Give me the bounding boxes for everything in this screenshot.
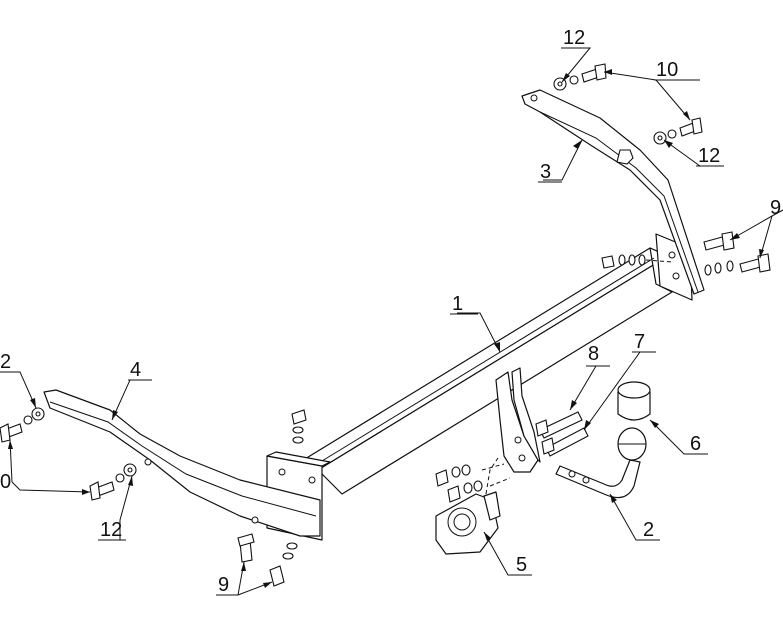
part-labels: 1 3 4 12 10 12 9 8 7 6 2 5 12 2 0 9 [0,27,781,596]
label-ball-cover: 6 [690,433,701,455]
label-washer-12-left-top: 2 [0,351,11,373]
label-bolt-7: 7 [634,331,645,353]
label-frame: 1 [452,293,463,315]
label-washer-12-top: 12 [563,27,585,49]
socket-plate [435,457,501,555]
label-socket-plate: 5 [516,554,527,576]
label-bolts-10-left: 0 [0,471,11,493]
label-bolt-8: 8 [588,343,599,365]
bracket-left [43,389,321,537]
label-bracket-right: 3 [540,161,551,183]
label-bolts-10-right: 10 [656,59,678,81]
hardware-left [0,407,307,587]
label-washer-12-left-bottom: 12 [100,519,122,541]
label-bolts-9-left: 9 [218,574,229,596]
leader-lines [8,47,783,596]
ball-cover [617,381,651,421]
label-ball: 2 [643,519,654,541]
bolts-7-8 [535,411,589,457]
hardware-right-top [553,63,703,145]
bracket-right [521,89,705,295]
cross-beam [299,247,673,495]
label-washer-12-mid: 12 [698,145,720,167]
tow-ball [555,427,647,499]
label-bracket-left: 4 [130,359,141,381]
label-bolts-9-right: 9 [770,197,781,219]
hitch-bracket [495,367,541,473]
hardware-right-lower [601,231,771,276]
hardware-center [435,463,511,503]
